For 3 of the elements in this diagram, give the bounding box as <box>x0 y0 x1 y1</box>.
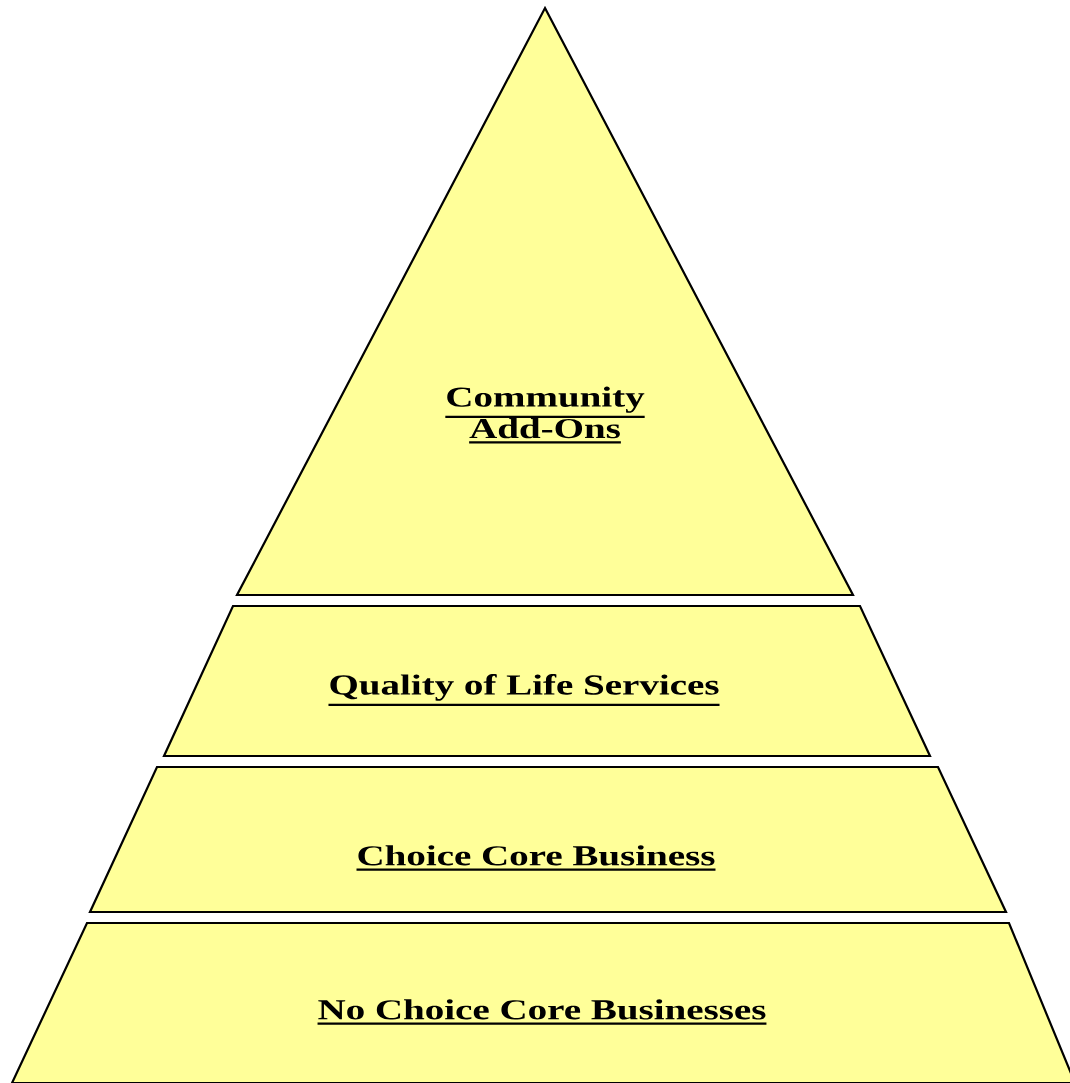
pyramid-tier: Choice Core Business <box>88 765 1008 914</box>
pyramid-tier: No Choice Core Businesses <box>10 921 1070 1083</box>
pyramid-tier: Quality of Life Services <box>162 604 932 758</box>
